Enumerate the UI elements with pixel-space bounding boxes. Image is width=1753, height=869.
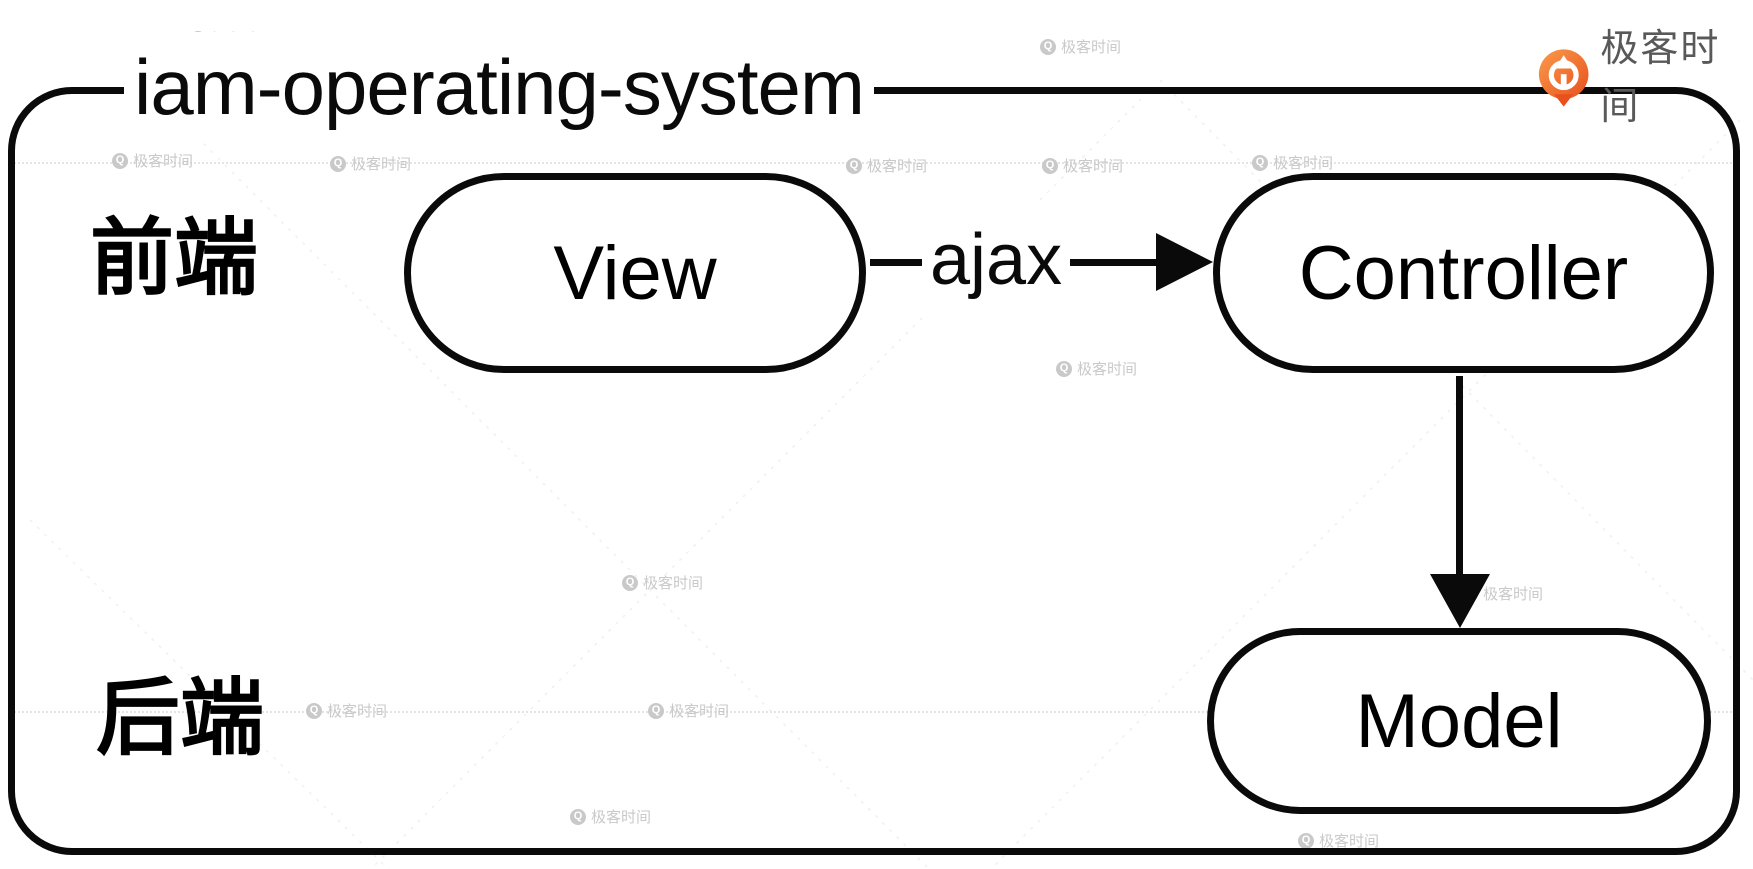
watermark-logo-icon: Q (1056, 360, 1072, 377)
watermark-text: 极客时间 (1063, 158, 1124, 175)
watermark-logo-icon: Q (570, 808, 586, 825)
watermark-stamp: Q 极客时间 (1298, 830, 1379, 851)
watermark-logo-icon: Q (112, 152, 128, 169)
watermark-stamp: Q 极客时间 (648, 700, 729, 721)
node-model-label: Model (1355, 678, 1563, 764)
watermark-text: 极客时间 (1061, 39, 1122, 56)
watermark-stamp: Q 极客时间 (570, 806, 651, 827)
watermark-stamp: Q 极客时间 (1042, 155, 1123, 176)
arrowhead-right-icon (1156, 233, 1213, 291)
watermark-text: 极客时间 (327, 703, 388, 720)
watermark-text: 极客时间 (351, 156, 412, 173)
node-controller-label: Controller (1298, 230, 1629, 316)
dotted-line-top (10, 162, 1740, 164)
watermark-stamp: Q 极客时间 (622, 572, 703, 593)
watermark-logo-icon: Q (846, 157, 862, 174)
watermark-text: 极客时间 (1483, 586, 1544, 603)
arrowhead-down-icon (1430, 574, 1490, 628)
watermark-text: 极客时间 (643, 575, 704, 592)
watermark-logo-icon: Q (330, 155, 346, 172)
watermark-text: 极客时间 (591, 809, 652, 826)
watermark-stamp: Q 极客时间 (846, 155, 927, 176)
node-controller: Controller (1213, 173, 1714, 373)
lane-label-backend: 后端 (96, 671, 265, 765)
node-view-label: View (553, 230, 717, 316)
watermark-logo-icon: Q (306, 702, 322, 719)
watermark-logo-icon: Q (1298, 832, 1314, 849)
watermark-logo-icon: Q (1042, 157, 1058, 174)
watermark-logo-icon: Q (622, 574, 638, 591)
watermark-text: 极客时间 (1077, 361, 1138, 378)
system-boundary-box (8, 87, 1740, 855)
watermark-text: 极客时间 (669, 703, 730, 720)
watermark-logo-icon: Q (1040, 38, 1056, 55)
node-view: View (404, 173, 866, 373)
watermark-stamp: Q 极客时间 (306, 700, 387, 721)
watermark-stamp: Q 极客时间 (1040, 36, 1121, 57)
watermark-text: 极客时间 (1319, 833, 1380, 850)
geektime-logo: 极客时间 (1537, 20, 1753, 136)
watermark-stamp: Q 极客时间 (1252, 152, 1333, 173)
geektime-logo-icon (1538, 49, 1589, 107)
watermark-logo-icon: Q (1252, 154, 1268, 171)
edge-controller-to-model-line (1456, 376, 1463, 578)
geektime-logo-text: 极客时间 (1600, 28, 1721, 128)
watermark-stamp: Q 极客时间 (1056, 358, 1137, 379)
node-model: Model (1207, 628, 1711, 814)
diagram-title: iam-operating-system (124, 32, 874, 142)
watermark-text: 极客时间 (867, 158, 928, 175)
watermark-stamp: Q 极客时间 (112, 150, 193, 171)
dotted-line-bottom (10, 711, 1740, 713)
watermark-text: 极客时间 (133, 153, 194, 170)
watermark-text: 极客时间 (1273, 155, 1334, 172)
watermark-stamp: Q 极客时间 (330, 153, 411, 174)
edge-label-ajax: ajax (922, 204, 1071, 316)
watermark-logo-icon: Q (648, 702, 664, 719)
lane-label-frontend: 前端 (90, 211, 259, 305)
